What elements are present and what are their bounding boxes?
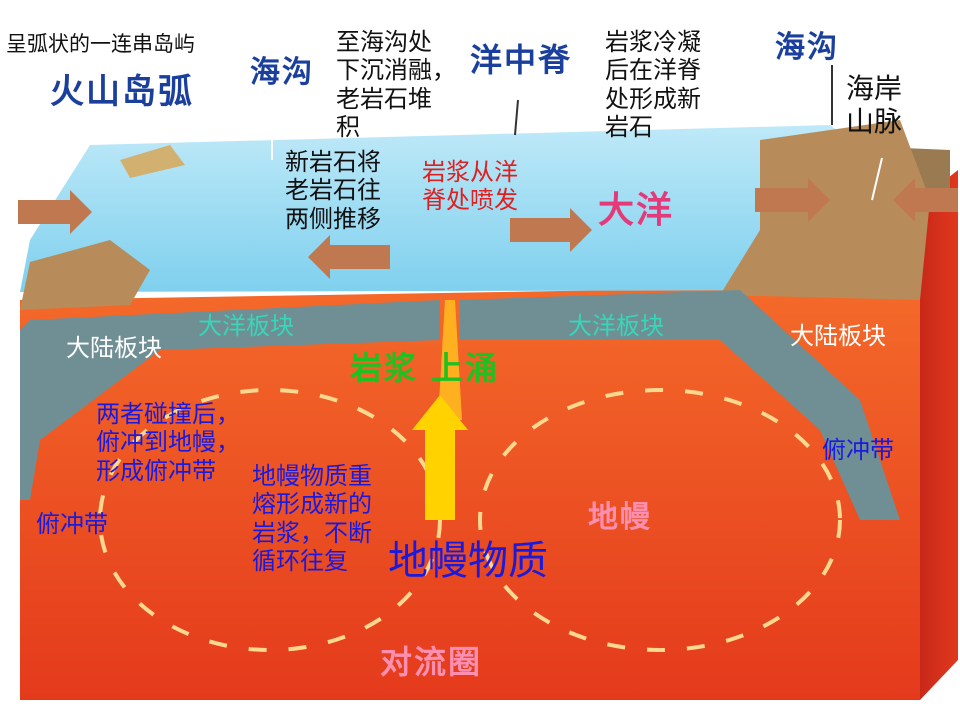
ridge-crack (438, 300, 462, 420)
mantle-title: 地幔 (588, 500, 652, 535)
pointer-coastal (871, 157, 883, 201)
ocean-surface (20, 125, 920, 292)
island-arc-title: 火山岛弧 (50, 72, 194, 112)
block-right-side (920, 170, 958, 700)
push-arrow-left-ridge (308, 235, 390, 279)
convection-title: 对流圈 (380, 643, 483, 681)
ocean-plate-right-band (460, 290, 900, 520)
mantle-body (20, 285, 920, 700)
trench-left-title: 海沟 (250, 55, 314, 90)
collision-description: 两者碰撞后， 俯冲到地幔， 形成俯冲带 (96, 400, 240, 485)
right-continent (720, 120, 930, 300)
mantle-material-label: 地幔物质 (388, 538, 548, 584)
island-arc-description: 呈弧状的一连串岛屿 (6, 32, 195, 56)
push-description: 新岩石将 老岩石往 两侧推移 (285, 148, 381, 233)
left-island-top (120, 145, 185, 178)
ocean-plate-left-band (20, 300, 440, 500)
magma-erupt-label: 岩浆从洋 脊处喷发 (422, 158, 518, 215)
ocean-plate-right-label: 大洋板块 (568, 312, 664, 340)
push-arrow-right-edge (893, 178, 958, 222)
magma-rise-arrow (412, 395, 468, 520)
ridge-description: 岩浆冷凝 后在洋脊 处形成新 岩石 (605, 28, 701, 141)
push-arrow-right-ridge (510, 208, 592, 252)
subduction-right-label: 俯冲带 (822, 436, 894, 464)
convection-loop-right (478, 388, 842, 652)
magma-rise-label: 岩浆 上涌 (350, 349, 500, 387)
ridge-title: 洋中脊 (470, 41, 573, 79)
coastal-mountain-label: 海岸 山脉 (846, 72, 903, 139)
trench-description: 至海沟处 下沉消融， 老岩石堆 积 (336, 28, 456, 141)
trench-right-title: 海沟 (775, 30, 839, 65)
ocean-plate-left-label: 大洋板块 (198, 312, 294, 340)
continental-plate-right-label: 大陆板块 (790, 322, 886, 350)
continental-plate-left-label: 大陆板块 (66, 334, 162, 362)
subduction-left-label: 俯冲带 (36, 510, 108, 538)
left-island-lower (20, 240, 150, 310)
remelt-description: 地幔物质重 熔形成新的 岩浆，不断 循环往复 (252, 462, 372, 575)
push-arrow-left-edge (18, 190, 92, 234)
push-arrow-right-coast (755, 178, 830, 222)
pointer-ridge (514, 99, 519, 136)
ocean-title: 大洋 (598, 190, 675, 231)
